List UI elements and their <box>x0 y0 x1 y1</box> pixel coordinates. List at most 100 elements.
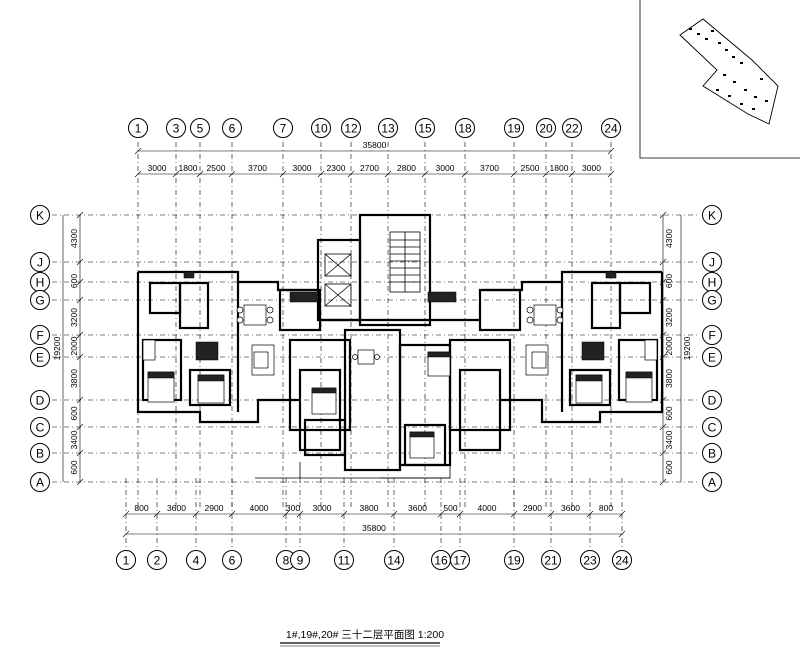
dimension-label: 2000 <box>69 336 79 355</box>
axis-label: 8 <box>283 554 290 568</box>
furniture <box>142 271 658 459</box>
dimension-label: 600 <box>69 274 79 288</box>
axis-label: 23 <box>583 554 597 568</box>
axis-bubble: C <box>30 417 50 437</box>
dimension-label: 2500 <box>521 163 540 173</box>
axis-label: D <box>36 394 45 408</box>
dimension-label: 600 <box>664 460 674 474</box>
axis-label: D <box>708 394 717 408</box>
total-dimension-label: 35800 <box>363 140 387 150</box>
axis-label: 17 <box>453 554 467 568</box>
axis-bubble: 6 <box>222 118 242 138</box>
dimension-label: 4300 <box>69 229 79 248</box>
axis-label: 24 <box>604 122 618 136</box>
axis-bubble: E <box>30 347 50 367</box>
axis-bubble: G <box>30 290 50 310</box>
dimension-label: 3800 <box>360 503 379 513</box>
axis-label: B <box>708 447 716 461</box>
axis-bubble: B <box>30 443 50 463</box>
axis-label: C <box>708 421 717 435</box>
dimension-label: 3200 <box>69 308 79 327</box>
axis-bubble: 3 <box>166 118 186 138</box>
axis-bubble: 12 <box>341 118 361 138</box>
axis-bubble: 14 <box>384 550 404 570</box>
bathtub-icon <box>644 339 658 361</box>
total-dimension-label: 19200 <box>52 336 62 360</box>
building-marks-icon <box>689 28 768 110</box>
bed-icon <box>197 374 225 404</box>
building-walls <box>136 213 664 479</box>
axis-bubble: 23 <box>580 550 600 570</box>
dimension-label: 1800 <box>179 163 198 173</box>
axis-label: 24 <box>615 554 629 568</box>
kitchen-counter-icon <box>289 291 319 303</box>
axis-label: 11 <box>338 554 351 568</box>
dimension-label: 500 <box>443 503 457 513</box>
axis-label: H <box>36 276 45 290</box>
dimension-label: 3000 <box>148 163 167 173</box>
axis-bubble: K <box>702 205 722 225</box>
bed-icon <box>409 431 435 459</box>
sofa-icon <box>251 344 275 376</box>
axis-bubble: 17 <box>450 550 470 570</box>
dimension-label: 300 <box>286 503 300 513</box>
bed-icon <box>427 351 451 377</box>
axis-bubble: 2 <box>147 550 167 570</box>
dimension-label: 800 <box>134 503 148 513</box>
dimension-label: 600 <box>69 460 79 474</box>
dimension-label: 3200 <box>664 308 674 327</box>
axis-bubble: H <box>702 272 722 292</box>
axis-label: 14 <box>387 554 401 568</box>
axis-label: 13 <box>381 122 395 136</box>
dimension-label: 3800 <box>664 369 674 388</box>
dimension-label: 3000 <box>293 163 312 173</box>
axis-bubble: A <box>30 472 50 492</box>
axis-label: 15 <box>418 122 432 136</box>
axis-label: 1 <box>123 554 130 568</box>
axis-label: A <box>708 476 716 490</box>
axis-bubble: D <box>30 390 50 410</box>
kitchen-counter-icon <box>581 341 605 361</box>
axis-bubble: 9 <box>290 550 310 570</box>
kitchen-counter-icon <box>427 291 457 303</box>
axis-bubble: 24 <box>612 550 632 570</box>
axis-bubble: F <box>702 325 722 345</box>
dining-table-icon <box>526 304 564 326</box>
axis-bubble: D <box>702 390 722 410</box>
axis-label: G <box>35 294 44 308</box>
dining-table-icon <box>236 304 274 326</box>
dimension-label: 3000 <box>436 163 455 173</box>
axis-label: H <box>708 276 717 290</box>
axis-bubble: 18 <box>455 118 475 138</box>
axis-label: 6 <box>229 122 236 136</box>
dimension-label: 4000 <box>478 503 497 513</box>
axis-bubble: C <box>702 417 722 437</box>
kitchen-counter-icon <box>195 341 219 361</box>
axis-bubble: G <box>702 290 722 310</box>
axis-bubble: 21 <box>541 550 561 570</box>
total-dimension-label: 19200 <box>682 336 692 360</box>
dimension-label: 3600 <box>561 503 580 513</box>
drawing-title-block: 1#,19#,20# 三十二层平面图 1:200 <box>280 628 444 647</box>
axis-label: 3 <box>173 122 180 136</box>
axis-bubble: E <box>702 347 722 367</box>
dimension-label: 2900 <box>523 503 542 513</box>
dimension-label: 3600 <box>167 503 186 513</box>
axis-label: K <box>708 209 716 223</box>
axis-bubble: 7 <box>273 118 293 138</box>
axis-label: 19 <box>507 122 521 136</box>
axis-bubble: 15 <box>415 118 435 138</box>
dimension-label: 3000 <box>582 163 601 173</box>
bed-icon <box>625 371 653 403</box>
axis-bubble: 19 <box>504 550 524 570</box>
axis-bubble: J <box>30 252 50 272</box>
axis-label: J <box>709 256 715 270</box>
dimension-label: 4300 <box>664 229 674 248</box>
axis-label: 19 <box>507 554 521 568</box>
axis-label: 9 <box>297 554 304 568</box>
axis-label: 1 <box>135 122 142 136</box>
axis-label: 6 <box>229 554 236 568</box>
dimension-label: 2900 <box>205 503 224 513</box>
dimension-label: 3600 <box>408 503 427 513</box>
